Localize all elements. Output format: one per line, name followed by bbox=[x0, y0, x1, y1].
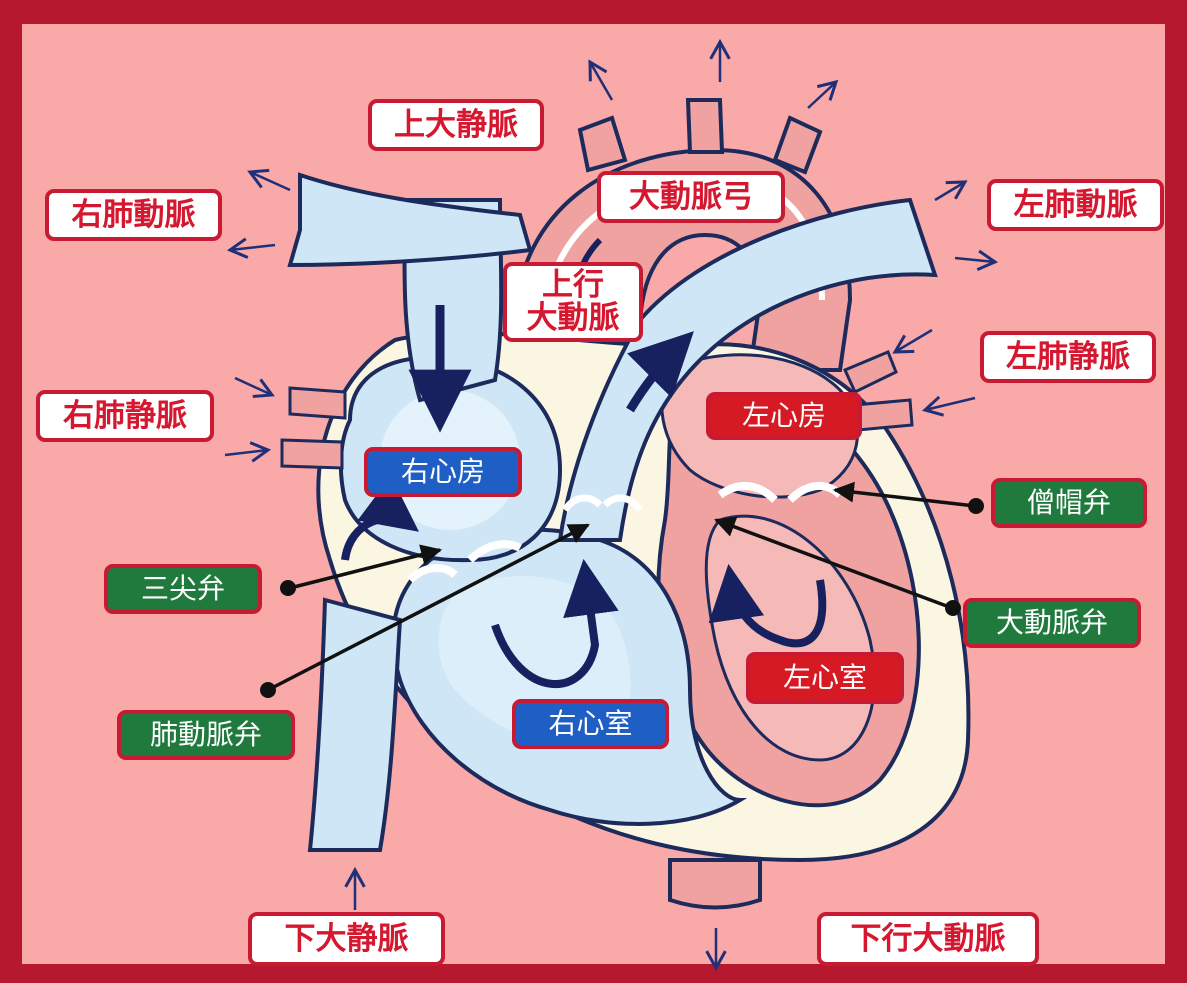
label-right-ventricle: 右心室 bbox=[512, 699, 669, 749]
label-descending-aorta: 下行大動脈 bbox=[817, 912, 1039, 966]
pointer-dot-aortic bbox=[945, 600, 961, 616]
label-ascending-aorta-line2: 大動脈 bbox=[527, 302, 620, 335]
label-left-pulmonary-vein: 左肺静脈 bbox=[980, 331, 1156, 383]
label-left-ventricle: 左心室 bbox=[746, 652, 904, 704]
label-left-atrium: 左心房 bbox=[706, 392, 862, 440]
pointer-dot-pulmonary bbox=[260, 682, 276, 698]
label-tricuspid-valve: 三尖弁 bbox=[104, 564, 262, 614]
pointer-dot-mitral bbox=[968, 498, 984, 514]
right-pulmonary-vein-upper bbox=[290, 388, 345, 418]
descending-aorta bbox=[670, 860, 760, 908]
carotid-branch bbox=[688, 100, 722, 152]
label-right-pulmonary-vein: 右肺静脈 bbox=[36, 390, 214, 442]
label-left-pulmonary-artery: 左肺動脈 bbox=[987, 179, 1164, 231]
label-pulmonary-valve: 肺動脈弁 bbox=[117, 710, 295, 760]
label-inferior-vena-cava: 下大静脈 bbox=[248, 912, 445, 966]
label-ascending-aorta: 上行 大動脈 bbox=[503, 262, 643, 342]
label-aortic-valve: 大動脈弁 bbox=[963, 598, 1141, 648]
pointer-dot-tricuspid bbox=[280, 580, 296, 596]
label-right-pulmonary-artery: 右肺動脈 bbox=[45, 189, 222, 241]
inferior-vena-cava bbox=[310, 600, 400, 850]
left-pulmonary-vein-lower bbox=[855, 400, 912, 430]
label-right-atrium: 右心房 bbox=[364, 447, 522, 497]
label-ascending-aorta-line1: 上行 bbox=[542, 269, 604, 302]
right-pulmonary-vein-lower bbox=[282, 440, 342, 468]
label-superior-vena-cava: 上大静脈 bbox=[368, 99, 544, 151]
label-mitral-valve: 僧帽弁 bbox=[991, 478, 1147, 528]
label-aortic-arch: 大動脈弓 bbox=[597, 171, 785, 223]
